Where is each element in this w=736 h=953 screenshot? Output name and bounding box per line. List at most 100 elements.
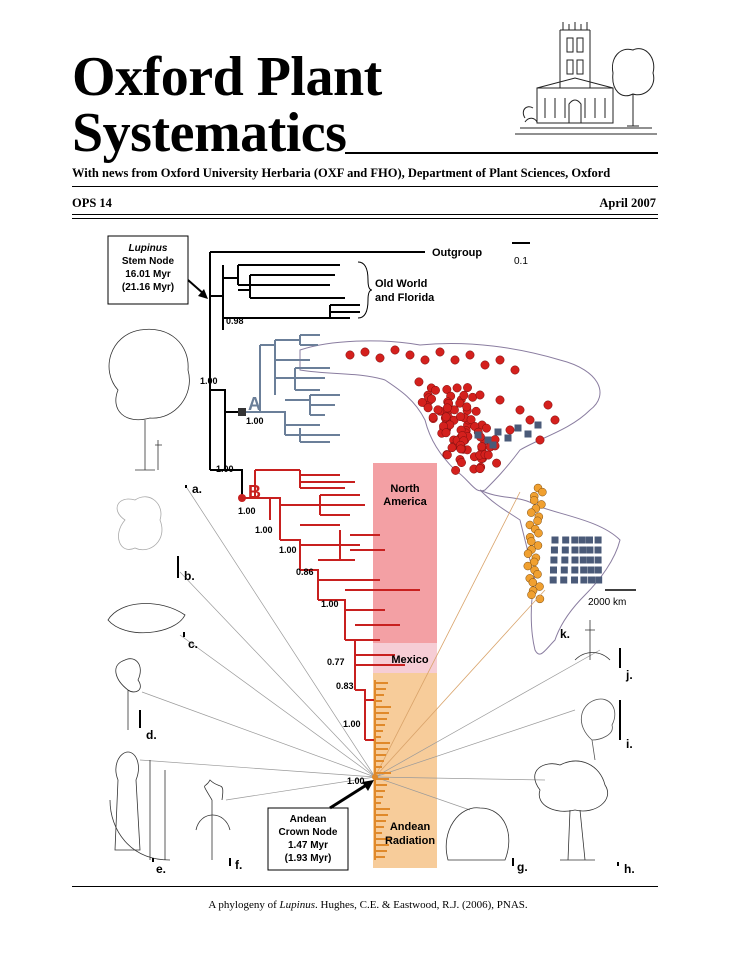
oxford-building-illustration xyxy=(515,22,657,135)
map-dot-red xyxy=(417,397,427,407)
plant-label-g: g. xyxy=(517,860,528,874)
plant-label-h: h. xyxy=(624,862,635,876)
andean-label-1: Andean xyxy=(390,821,431,833)
support-value: 0.86 xyxy=(296,567,314,577)
support-value: 1.00 xyxy=(321,599,339,609)
map-dot-red xyxy=(427,394,436,404)
map-dot-red xyxy=(360,347,370,357)
map-square-blue xyxy=(586,546,594,554)
map-square-blue xyxy=(551,536,559,544)
plant-scale-bars xyxy=(139,485,621,866)
old-world-label-1: Old World xyxy=(375,278,427,290)
map-square-blue xyxy=(594,566,602,574)
crown-node-age-alt: (1.93 Myr) xyxy=(285,853,332,864)
map-dot-red xyxy=(414,377,424,387)
backbone-tree xyxy=(209,251,425,498)
map-square-blue xyxy=(580,576,588,584)
mexico-label: Mexico xyxy=(391,654,429,666)
map-dot-red xyxy=(442,403,452,413)
clade-a-label: A xyxy=(248,394,261,414)
map-dot-red xyxy=(457,458,466,468)
map-dot-red xyxy=(433,405,443,415)
map-square-blue xyxy=(560,566,568,574)
map-dot-red xyxy=(405,350,415,360)
map-dot-orange xyxy=(529,496,539,505)
support-value: 1.00 xyxy=(216,464,234,474)
map-dot-red xyxy=(466,415,476,425)
map-square-blue xyxy=(571,546,579,554)
map-dot-orange xyxy=(535,594,545,604)
map-dot-red xyxy=(459,390,469,400)
map-dot-red xyxy=(543,400,553,410)
map-dot-orange xyxy=(523,549,533,558)
support-value: 1.00 xyxy=(347,776,365,786)
map-dot-red xyxy=(423,403,433,413)
masthead-title-line1: Oxford Plant xyxy=(72,46,382,108)
north-america-band xyxy=(373,463,437,643)
plant-label-f: f. xyxy=(235,858,242,872)
map-square-blue xyxy=(585,536,593,544)
stem-node-age-alt: (21.16 Myr) xyxy=(122,282,174,293)
andean-radiation-tips xyxy=(374,680,391,860)
map-square-blue xyxy=(594,536,602,544)
stem-node-box xyxy=(107,235,189,305)
plant-label-d: d. xyxy=(146,728,157,742)
map-dot-red xyxy=(450,355,460,365)
plant-b-illustration xyxy=(116,496,163,551)
stem-node-genus: Lupinus xyxy=(129,243,168,254)
header-rule-top xyxy=(72,186,658,187)
map-dot-red xyxy=(495,395,505,405)
map-scale-label: 2000 km xyxy=(588,597,626,608)
map-square-blue xyxy=(587,566,595,574)
plant-labels: a. b. c. d. e. f. g. h. i. j. k. xyxy=(146,482,635,876)
support-value: 1.00 xyxy=(238,506,256,516)
map-dot-red xyxy=(441,428,451,438)
clade-a-node-marker xyxy=(238,408,246,416)
plant-a-tree-illustration xyxy=(108,328,190,471)
map-square-blue xyxy=(580,566,588,574)
map-dot-orange xyxy=(535,582,544,591)
map-dot-red xyxy=(435,347,445,357)
stem-node-arrowhead xyxy=(198,289,208,299)
andean-band xyxy=(373,673,437,868)
map-square-blue xyxy=(550,556,558,564)
mexico-band xyxy=(373,643,437,673)
crown-node-title: Crown Node xyxy=(279,827,338,838)
map-square-blue xyxy=(504,434,512,442)
map-dot-red xyxy=(471,406,481,416)
support-value: 1.00 xyxy=(279,545,297,555)
stem-node-age: 16.01 Myr xyxy=(125,269,171,280)
old-world-bracket xyxy=(357,261,373,319)
caption-genus: Lupinus xyxy=(279,899,315,911)
plant-label-a: a. xyxy=(192,482,202,496)
clade-b-node-marker xyxy=(238,494,246,502)
map-dot-red xyxy=(442,385,452,394)
map-square-blue xyxy=(561,546,569,554)
plant-j-illustration xyxy=(574,620,611,661)
map-dot-red xyxy=(463,383,472,393)
header-rule-1 xyxy=(72,214,658,215)
map-dot-red xyxy=(465,350,475,360)
map-dot-red xyxy=(375,353,385,363)
support-value: 0.98 xyxy=(226,316,244,326)
map-dot-orange xyxy=(523,561,533,571)
plant-g-illustration xyxy=(445,807,510,861)
map-square-blue xyxy=(534,421,542,429)
map-dot-red xyxy=(510,365,520,375)
map-dot-red xyxy=(345,350,355,360)
map-square-blue xyxy=(560,576,568,584)
map-square-blue xyxy=(549,576,557,584)
support-value: 1.00 xyxy=(343,719,361,729)
support-value: 0.83 xyxy=(336,681,354,691)
map-dot-orange xyxy=(533,570,542,579)
map-square-blue xyxy=(578,536,586,544)
map-dot-red xyxy=(441,412,451,422)
plant-h-illustration xyxy=(534,760,608,861)
map-dot-red xyxy=(515,405,525,415)
map-dot-red xyxy=(477,442,487,452)
map-dot-red xyxy=(482,423,491,433)
header-rule-2 xyxy=(72,218,658,219)
crown-node-arrow xyxy=(329,782,369,810)
footer-rule xyxy=(72,886,658,887)
